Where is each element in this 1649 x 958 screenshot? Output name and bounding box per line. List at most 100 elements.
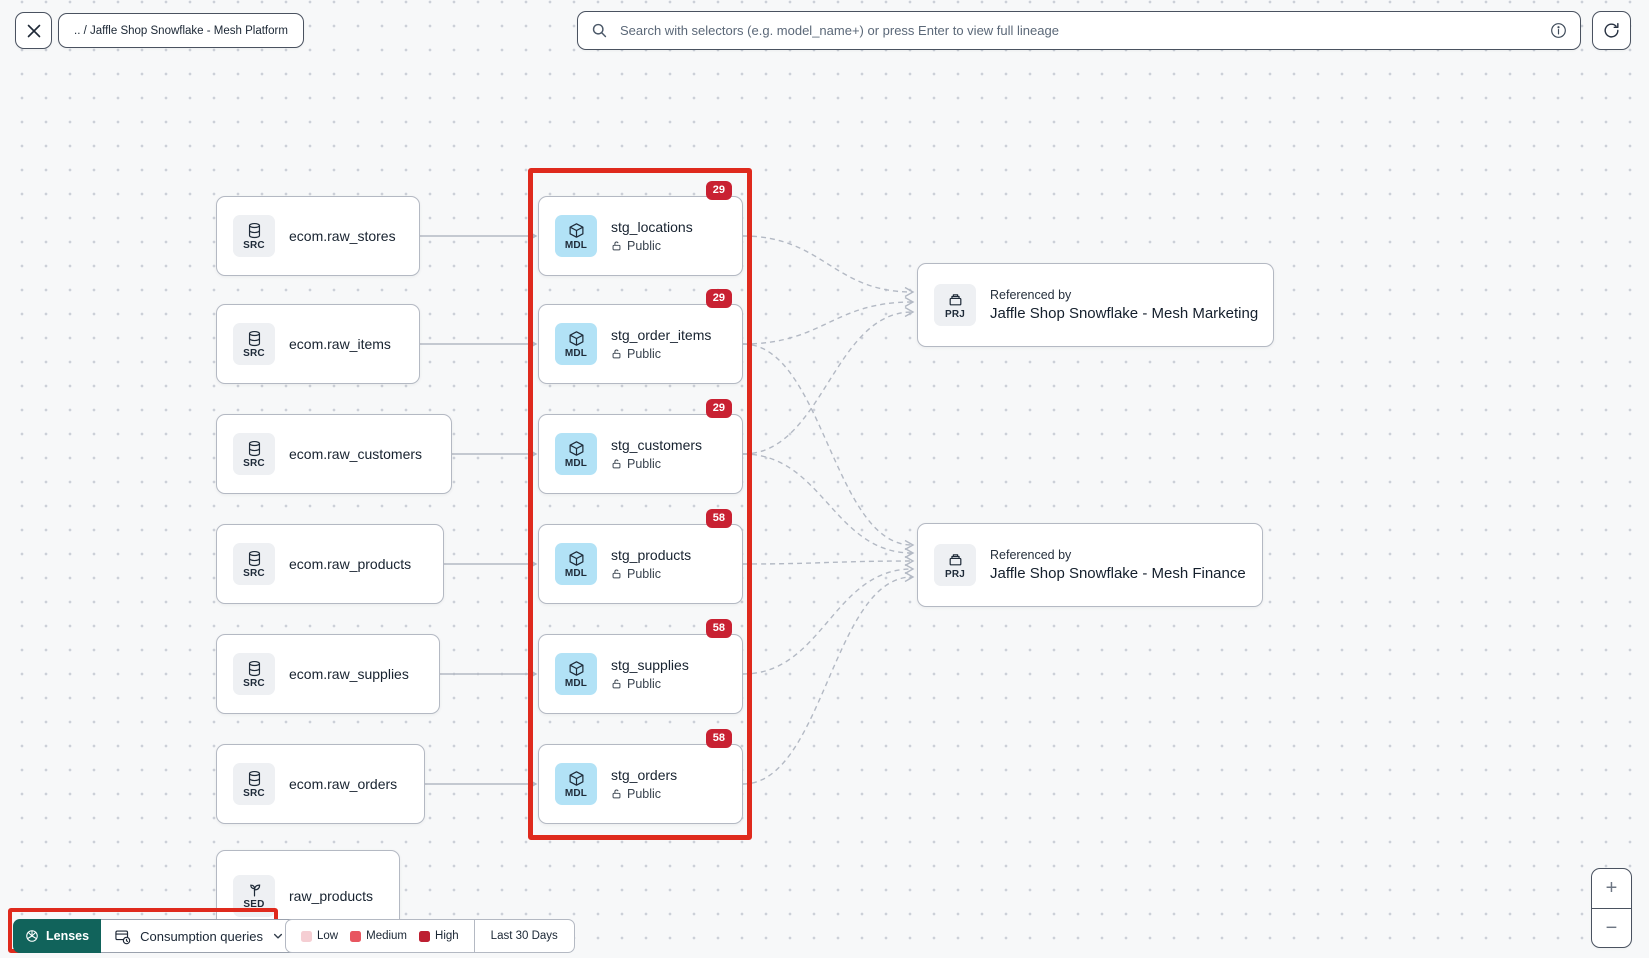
arrowhead-icon (904, 539, 915, 551)
node-text: raw_products (289, 888, 373, 904)
legend-divider (473, 920, 475, 952)
node-text: ecom.raw_stores (289, 228, 396, 244)
refresh-button[interactable] (1592, 11, 1631, 50)
project-icon (947, 551, 964, 568)
close-button[interactable] (15, 12, 52, 49)
chip-label: SRC (243, 457, 265, 469)
arrowhead-icon (904, 286, 915, 298)
legend-period[interactable]: Last 30 Days (475, 920, 574, 952)
mdl-chip: MDL (555, 433, 597, 475)
lock-open-icon (611, 348, 622, 360)
node-title: ecom.raw_products (289, 556, 412, 572)
cube-icon (568, 330, 585, 347)
node-ecom-raw-stores[interactable]: SRC ecom.raw_stores (216, 196, 420, 276)
legend-item-medium: Medium (350, 930, 407, 942)
chip-label: SRC (243, 567, 265, 579)
lock-open-icon (611, 240, 622, 252)
search-input[interactable] (618, 22, 1540, 39)
chevron-down-icon (272, 930, 284, 942)
visibility-label: Public (627, 567, 662, 581)
lock-open-icon (611, 788, 622, 800)
node-title: ecom.raw_items (289, 336, 391, 352)
breadcrumb[interactable]: .. / Jaffle Shop Snowflake - Mesh Platfo… (58, 13, 304, 48)
src-chip: SRC (233, 433, 275, 475)
node-title: ecom.raw_supplies (289, 666, 409, 682)
arrowhead-icon (527, 668, 538, 680)
src-chip: SRC (233, 653, 275, 695)
database-icon (246, 330, 263, 347)
src-chip: SRC (233, 543, 275, 585)
arrowhead-icon (527, 448, 538, 460)
prj-chip: PRJ (934, 284, 976, 326)
node-text: ecom.raw_products (289, 556, 411, 572)
zoom-out-button[interactable]: − (1592, 908, 1631, 947)
lens-select[interactable]: Consumption queries (101, 919, 298, 953)
dashed-edge (742, 453, 913, 554)
chip-label: MDL (564, 239, 588, 251)
visibility-label: Public (627, 457, 662, 471)
node-title: Jaffle Shop Snowflake - Mesh Finance (990, 565, 1246, 582)
chip-label: PRJ (944, 308, 966, 320)
visibility-row: Public (611, 457, 702, 471)
node-title: stg_products (611, 547, 692, 563)
arrowhead-icon (904, 306, 915, 318)
node-text: ecom.raw_items (289, 336, 391, 352)
dashed-edge (742, 311, 913, 455)
arrowhead-icon (527, 778, 538, 790)
node-ecom-raw-supplies[interactable]: SRC ecom.raw_supplies (216, 634, 440, 714)
chip-label: SRC (243, 239, 265, 251)
query-count-badge: 29 (705, 289, 732, 308)
referenced-by-label: Referenced by (990, 548, 1072, 562)
node-ecom-raw-products[interactable]: SRC ecom.raw_products (216, 524, 444, 604)
arrowhead-icon (904, 555, 915, 567)
dashed-edge (742, 301, 913, 345)
arrowhead-icon (527, 230, 538, 242)
dashed-edge (742, 560, 913, 565)
refresh-icon (1602, 21, 1621, 40)
cube-icon (568, 550, 585, 567)
chip-label: SRC (243, 677, 265, 689)
zoom-controls: + − (1591, 868, 1632, 948)
chip-label: MDL (564, 347, 588, 359)
query-count-badge: 58 (705, 619, 732, 638)
mdl-chip: MDL (555, 323, 597, 365)
search-bar[interactable] (577, 11, 1581, 50)
node-title: raw_products (289, 887, 374, 904)
legend-swatch (301, 930, 312, 942)
legend-label: Medium (366, 930, 408, 942)
node-title: stg_orders (611, 767, 678, 783)
arrowhead-icon (904, 571, 915, 583)
arrowhead-icon (904, 563, 915, 575)
lenses-button[interactable]: Lenses (13, 919, 102, 953)
database-icon (246, 660, 263, 677)
mdl-chip: MDL (555, 653, 597, 695)
src-chip: SRC (233, 215, 275, 257)
visibility-row: Public (611, 677, 689, 691)
node-title: stg_supplies (611, 657, 689, 673)
info-icon[interactable] (1550, 22, 1567, 39)
visibility-label: Public (627, 239, 662, 253)
node-title: stg_locations (611, 219, 693, 235)
zoom-in-button[interactable]: + (1592, 869, 1631, 908)
node-title: ecom.raw_orders (289, 776, 398, 792)
arrowhead-icon (527, 558, 538, 570)
legend-label: Low (317, 930, 339, 942)
